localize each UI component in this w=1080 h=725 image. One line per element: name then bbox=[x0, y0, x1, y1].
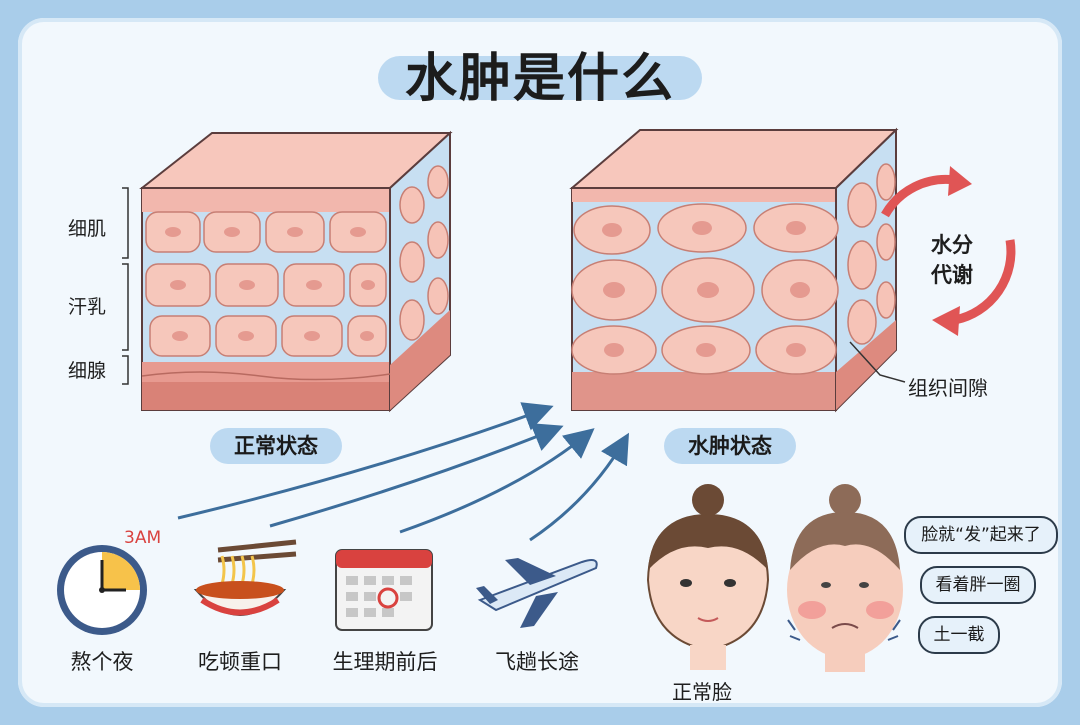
puffy-face-illustration bbox=[787, 484, 903, 672]
page-title: 水肿是什么 bbox=[404, 49, 675, 109]
cause-label-night: 熬个夜 bbox=[70, 650, 134, 674]
normal-state-badge: 正常状态 bbox=[210, 428, 342, 464]
calendar-icon bbox=[335, 549, 433, 631]
metabolism-line-1: 水分 bbox=[931, 233, 973, 257]
cause-label-period: 生理期前后 bbox=[332, 650, 438, 674]
airplane-icon bbox=[476, 558, 598, 628]
tissue-gap-label: 组织间隙 bbox=[908, 376, 988, 400]
normal-face-label: 正常脸 bbox=[672, 680, 732, 704]
layer-brackets bbox=[122, 187, 129, 385]
edema-state-badge: 水肿状态 bbox=[664, 428, 796, 464]
clock-time-label: 3AM bbox=[124, 528, 162, 548]
metabolism-label: 水分 代谢 bbox=[924, 230, 980, 290]
speech-bubble-1: 脸就“发”起来了 bbox=[904, 516, 1058, 554]
cause-label-salty: 吃顿重口 bbox=[198, 650, 282, 674]
cause-flow-arrows bbox=[177, 402, 630, 542]
title-highlight bbox=[378, 56, 702, 100]
speech-bubble-2: 看着胖一圈 bbox=[920, 566, 1036, 604]
cause-label-flight: 飞趟长途 bbox=[495, 650, 579, 674]
metabolism-line-2: 代谢 bbox=[931, 263, 973, 287]
edema-tissue-block bbox=[569, 127, 899, 413]
normal-tissue-block bbox=[139, 130, 453, 413]
layer-label-3: 细腺 bbox=[68, 360, 107, 382]
clock-icon bbox=[57, 545, 147, 635]
layer-label-1: 细肌 bbox=[68, 218, 107, 240]
metabolism-cycle-arrows bbox=[881, 166, 1016, 336]
layer-label-2: 汗乳 bbox=[68, 296, 107, 318]
noodle-bowl-icon bbox=[193, 539, 297, 616]
normal-face-illustration bbox=[646, 484, 770, 670]
gap-pointer-line bbox=[849, 341, 906, 383]
speech-bubble-3: 土一截 bbox=[918, 616, 1000, 654]
